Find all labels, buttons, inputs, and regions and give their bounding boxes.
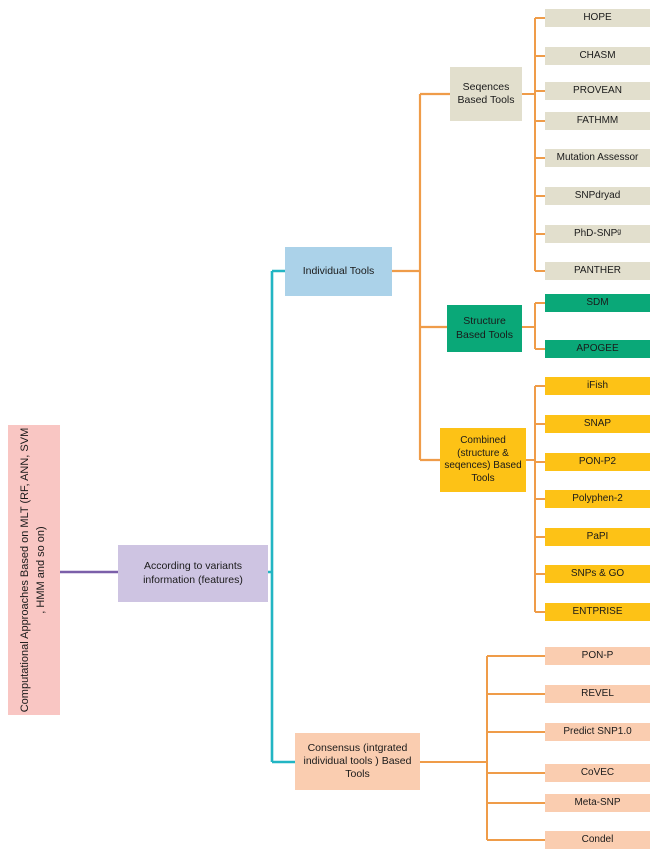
tool-node-phd-snp: PhD-SNPᵍ bbox=[545, 225, 650, 243]
tool-node-polyphen-2: Polyphen-2 bbox=[545, 490, 650, 508]
tool-node-papi: PaPI bbox=[545, 528, 650, 546]
connector-individual-branches bbox=[392, 92, 450, 462]
tool-node-sdm: SDM bbox=[545, 294, 650, 312]
tool-node-snpdryad: SNPdryad bbox=[545, 187, 650, 205]
tool-node-covec: CoVEC bbox=[545, 764, 650, 782]
tool-node-pon-p2: PON-P2 bbox=[545, 453, 650, 471]
tool-node-panther: PANTHER bbox=[545, 262, 650, 280]
combined-category-label: Combined (structure & seqences) Based To… bbox=[444, 435, 522, 484]
connector-combined-leaves bbox=[526, 385, 545, 613]
tool-node-condel: Condel bbox=[545, 831, 650, 849]
structure-category-label: Structure Based Tools bbox=[455, 315, 513, 341]
tool-node-predict-snp1-0: Predict SNP1.0 bbox=[545, 723, 650, 741]
tool-node-apogee: APOGEE bbox=[545, 340, 650, 358]
tool-node-pon-p: PON-P bbox=[545, 647, 650, 665]
tool-node-fathmm: FATHMM bbox=[545, 112, 650, 130]
connector-structure-leaves bbox=[522, 302, 545, 350]
sequence-category-node: Seqences Based Tools bbox=[450, 67, 522, 121]
connector-variants-bracket bbox=[268, 269, 295, 764]
tool-node-snap: SNAP bbox=[545, 415, 650, 433]
tool-node-ifish: iFish bbox=[545, 377, 650, 395]
structure-category-node: Structure Based Tools bbox=[447, 305, 522, 352]
root-node-label: Computational Approaches Based on MLT (R… bbox=[19, 427, 47, 713]
consensus-node: Consensus (intgrated individual tools ) … bbox=[295, 733, 420, 790]
variants-node-label: According to variants information (featu… bbox=[143, 560, 243, 586]
consensus-node-label: Consensus (intgrated individual tools ) … bbox=[303, 741, 412, 781]
individual-tools-label: Individual Tools bbox=[302, 264, 375, 277]
tool-node-chasm: CHASM bbox=[545, 47, 650, 65]
sequence-category-label: Seqences Based Tools bbox=[457, 80, 515, 106]
connector-sequence-leaves bbox=[522, 17, 545, 272]
tool-node-entprise: ENTPRISE bbox=[545, 603, 650, 621]
tool-node-provean: PROVEAN bbox=[545, 82, 650, 100]
tool-node-meta-snp: Meta-SNP bbox=[545, 794, 650, 812]
tool-node-revel: REVEL bbox=[545, 685, 650, 703]
variants-node: According to variants information (featu… bbox=[118, 545, 268, 602]
tool-node-mutation-assessor: Mutation Assessor bbox=[545, 149, 650, 167]
individual-tools-node: Individual Tools bbox=[285, 247, 392, 296]
combined-category-node: Combined (structure & seqences) Based To… bbox=[440, 428, 526, 492]
connector-consensus-leaves bbox=[420, 655, 545, 841]
tool-node-snps-go: SNPs & GO bbox=[545, 565, 650, 583]
tool-node-hope: HOPE bbox=[545, 9, 650, 27]
root-node: Computational Approaches Based on MLT (R… bbox=[8, 425, 60, 715]
